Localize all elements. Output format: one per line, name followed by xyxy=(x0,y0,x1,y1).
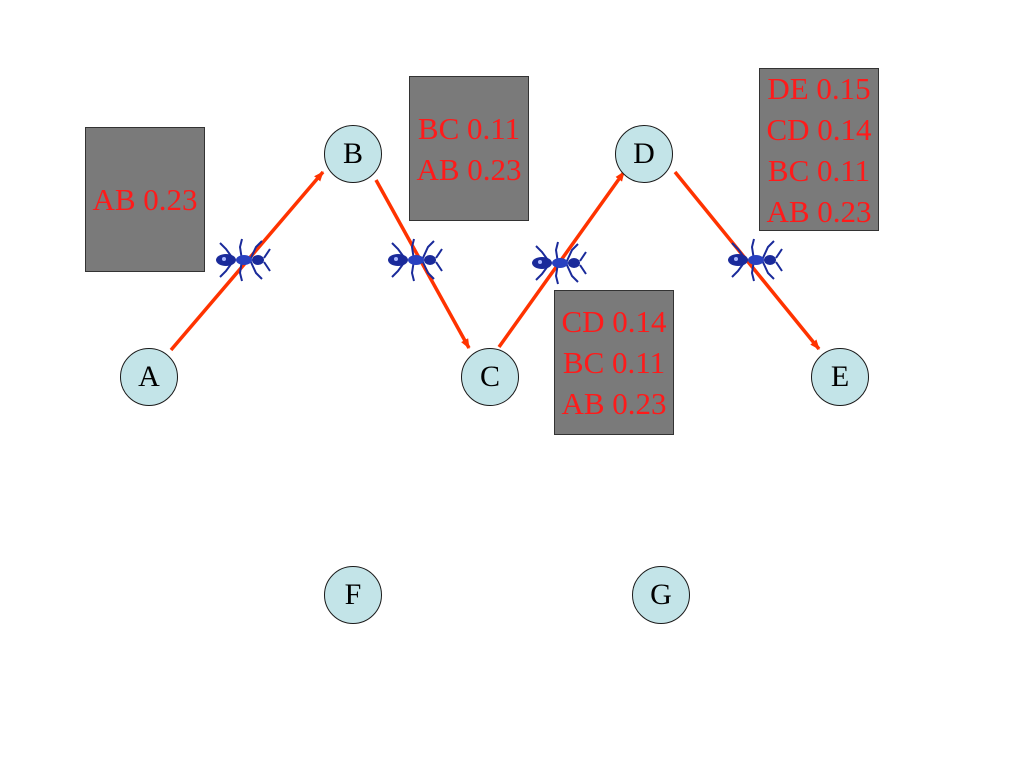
pheromone-box-1: AB 0.23 xyxy=(85,127,205,272)
node-label: B xyxy=(342,137,363,170)
pheromone-box-2: BC 0.11 AB 0.23 xyxy=(409,76,529,221)
node-f: F xyxy=(324,566,382,624)
box-line: AB 0.23 xyxy=(92,182,198,217)
ant-icon xyxy=(532,241,587,285)
box-line: BC 0.11 xyxy=(767,152,871,188)
node-label: F xyxy=(344,578,362,611)
box-line: CD 0.14 xyxy=(766,111,872,147)
node-g: G xyxy=(632,566,690,624)
pheromone-box-4: DE 0.15 CD 0.14 BC 0.11 AB 0.23 xyxy=(759,68,879,231)
pheromone-box-3: CD 0.14 BC 0.11 AB 0.23 xyxy=(554,290,674,435)
node-label: E xyxy=(830,360,850,393)
node-label: A xyxy=(138,360,160,393)
node-d: D xyxy=(615,125,673,183)
node-b: B xyxy=(324,125,382,183)
box-line: BC 0.11 xyxy=(417,110,521,146)
node-e: E xyxy=(811,348,869,406)
box-line: AB 0.23 xyxy=(416,151,522,187)
ant-icon xyxy=(216,238,271,282)
node-c: C xyxy=(461,348,519,406)
node-a: A xyxy=(120,348,178,406)
node-label: D xyxy=(633,137,655,170)
node-label: C xyxy=(479,360,500,393)
node-label: G xyxy=(650,578,672,611)
edge-b-c xyxy=(374,179,471,349)
box-line: DE 0.15 xyxy=(767,70,871,106)
ant-icon xyxy=(728,238,783,282)
box-line: AB 0.23 xyxy=(561,386,667,421)
box-line: CD 0.14 xyxy=(561,304,667,339)
ant-icon xyxy=(388,238,443,282)
box-line: AB 0.23 xyxy=(766,193,872,229)
box-line: BC 0.11 xyxy=(562,345,666,380)
